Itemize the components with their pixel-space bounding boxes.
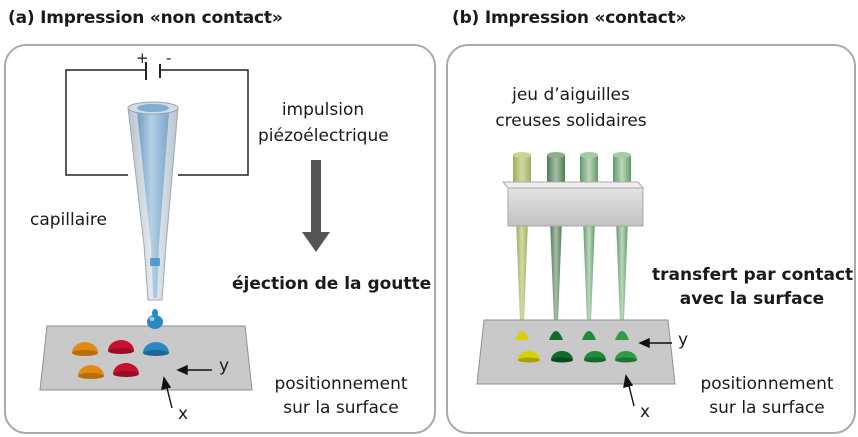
positioning-b-line2: sur la surface [709,398,825,418]
axis-y-label-a: y [219,356,230,376]
pulse-label-line2: piézoélectrique [258,126,389,146]
needle-holder-block [501,181,645,227]
positioning-a-line1: positionnement [274,374,408,394]
printed-drops-a [72,340,169,379]
needles-label-line1: jeu d’aiguilles [512,85,630,105]
plus-sign: + [136,49,149,67]
needle-tips [515,331,629,340]
plate-b [476,319,676,385]
falling-drop-icon [147,309,163,329]
capillary-label: capillaire [30,210,107,230]
panel-b-frame [446,44,856,434]
transfer-label-line2: avec la surface [679,289,825,309]
positioning-label-a: positionnement sur la surface [262,372,420,420]
panel-b-title: (b) Impression «contact» [452,8,687,28]
positioning-label-b: positionnement sur la surface [688,372,846,420]
positioning-a-line2: sur la surface [283,398,399,418]
axis-arrows-a [161,364,212,409]
printed-drops-b [518,351,637,363]
capillary-tube [127,101,179,301]
circuit-wires [65,69,249,176]
transfer-label-line1: transfert par contact [652,265,854,285]
needles-label-line2: creuses solidaires [495,111,647,131]
axis-arrows-b [623,337,672,407]
down-arrow-icon [302,160,330,252]
positioning-b-line1: positionnement [700,374,834,394]
battery-icon [145,62,161,80]
needle-set [513,152,631,338]
needles-label: jeu d’aiguilles creuses solidaires [486,82,656,134]
minus-sign: - [166,49,172,67]
panel-a-frame [4,44,436,434]
pulse-label: impulsion piézoélectrique [258,97,389,149]
panel-a-title: (a) Impression «non contact» [8,8,283,28]
axis-x-label-a: x [178,404,189,424]
ejection-label: éjection de la goutte [232,274,432,294]
transfer-label: transfert par contact avec la surface [652,263,854,311]
pulse-label-line1: impulsion [281,100,365,120]
axis-x-label-b: x [640,402,651,422]
axis-y-label-b: y [678,330,689,350]
